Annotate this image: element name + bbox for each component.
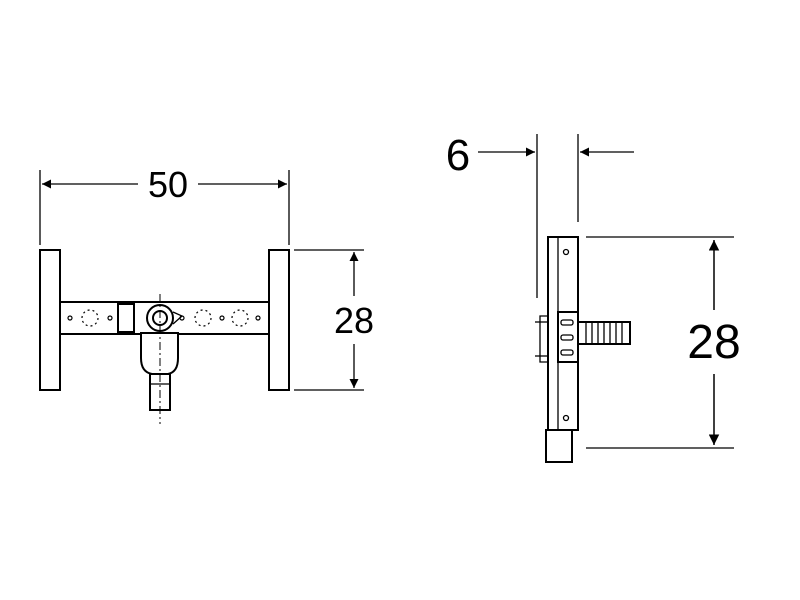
width-dimension: 50 (39, 164, 290, 245)
side-view: 6 (446, 131, 741, 463)
side-bracket (539, 315, 548, 363)
clamp-block (117, 303, 135, 333)
side-foot (545, 429, 573, 463)
height-dimension-front: 28 (294, 249, 374, 391)
height-dimension-side: 28 (586, 236, 741, 449)
crossbar-perforations (67, 309, 261, 327)
height-label-side: 28 (687, 316, 740, 369)
height-label-front: 28 (334, 300, 374, 341)
front-view: 50 28 (39, 164, 374, 424)
right-upright (268, 249, 290, 391)
threaded-rod (577, 321, 631, 345)
depth-label: 6 (446, 131, 470, 180)
depth-dimension: 6 (446, 131, 634, 180)
width-label: 50 (148, 164, 188, 205)
left-upright (39, 249, 61, 391)
